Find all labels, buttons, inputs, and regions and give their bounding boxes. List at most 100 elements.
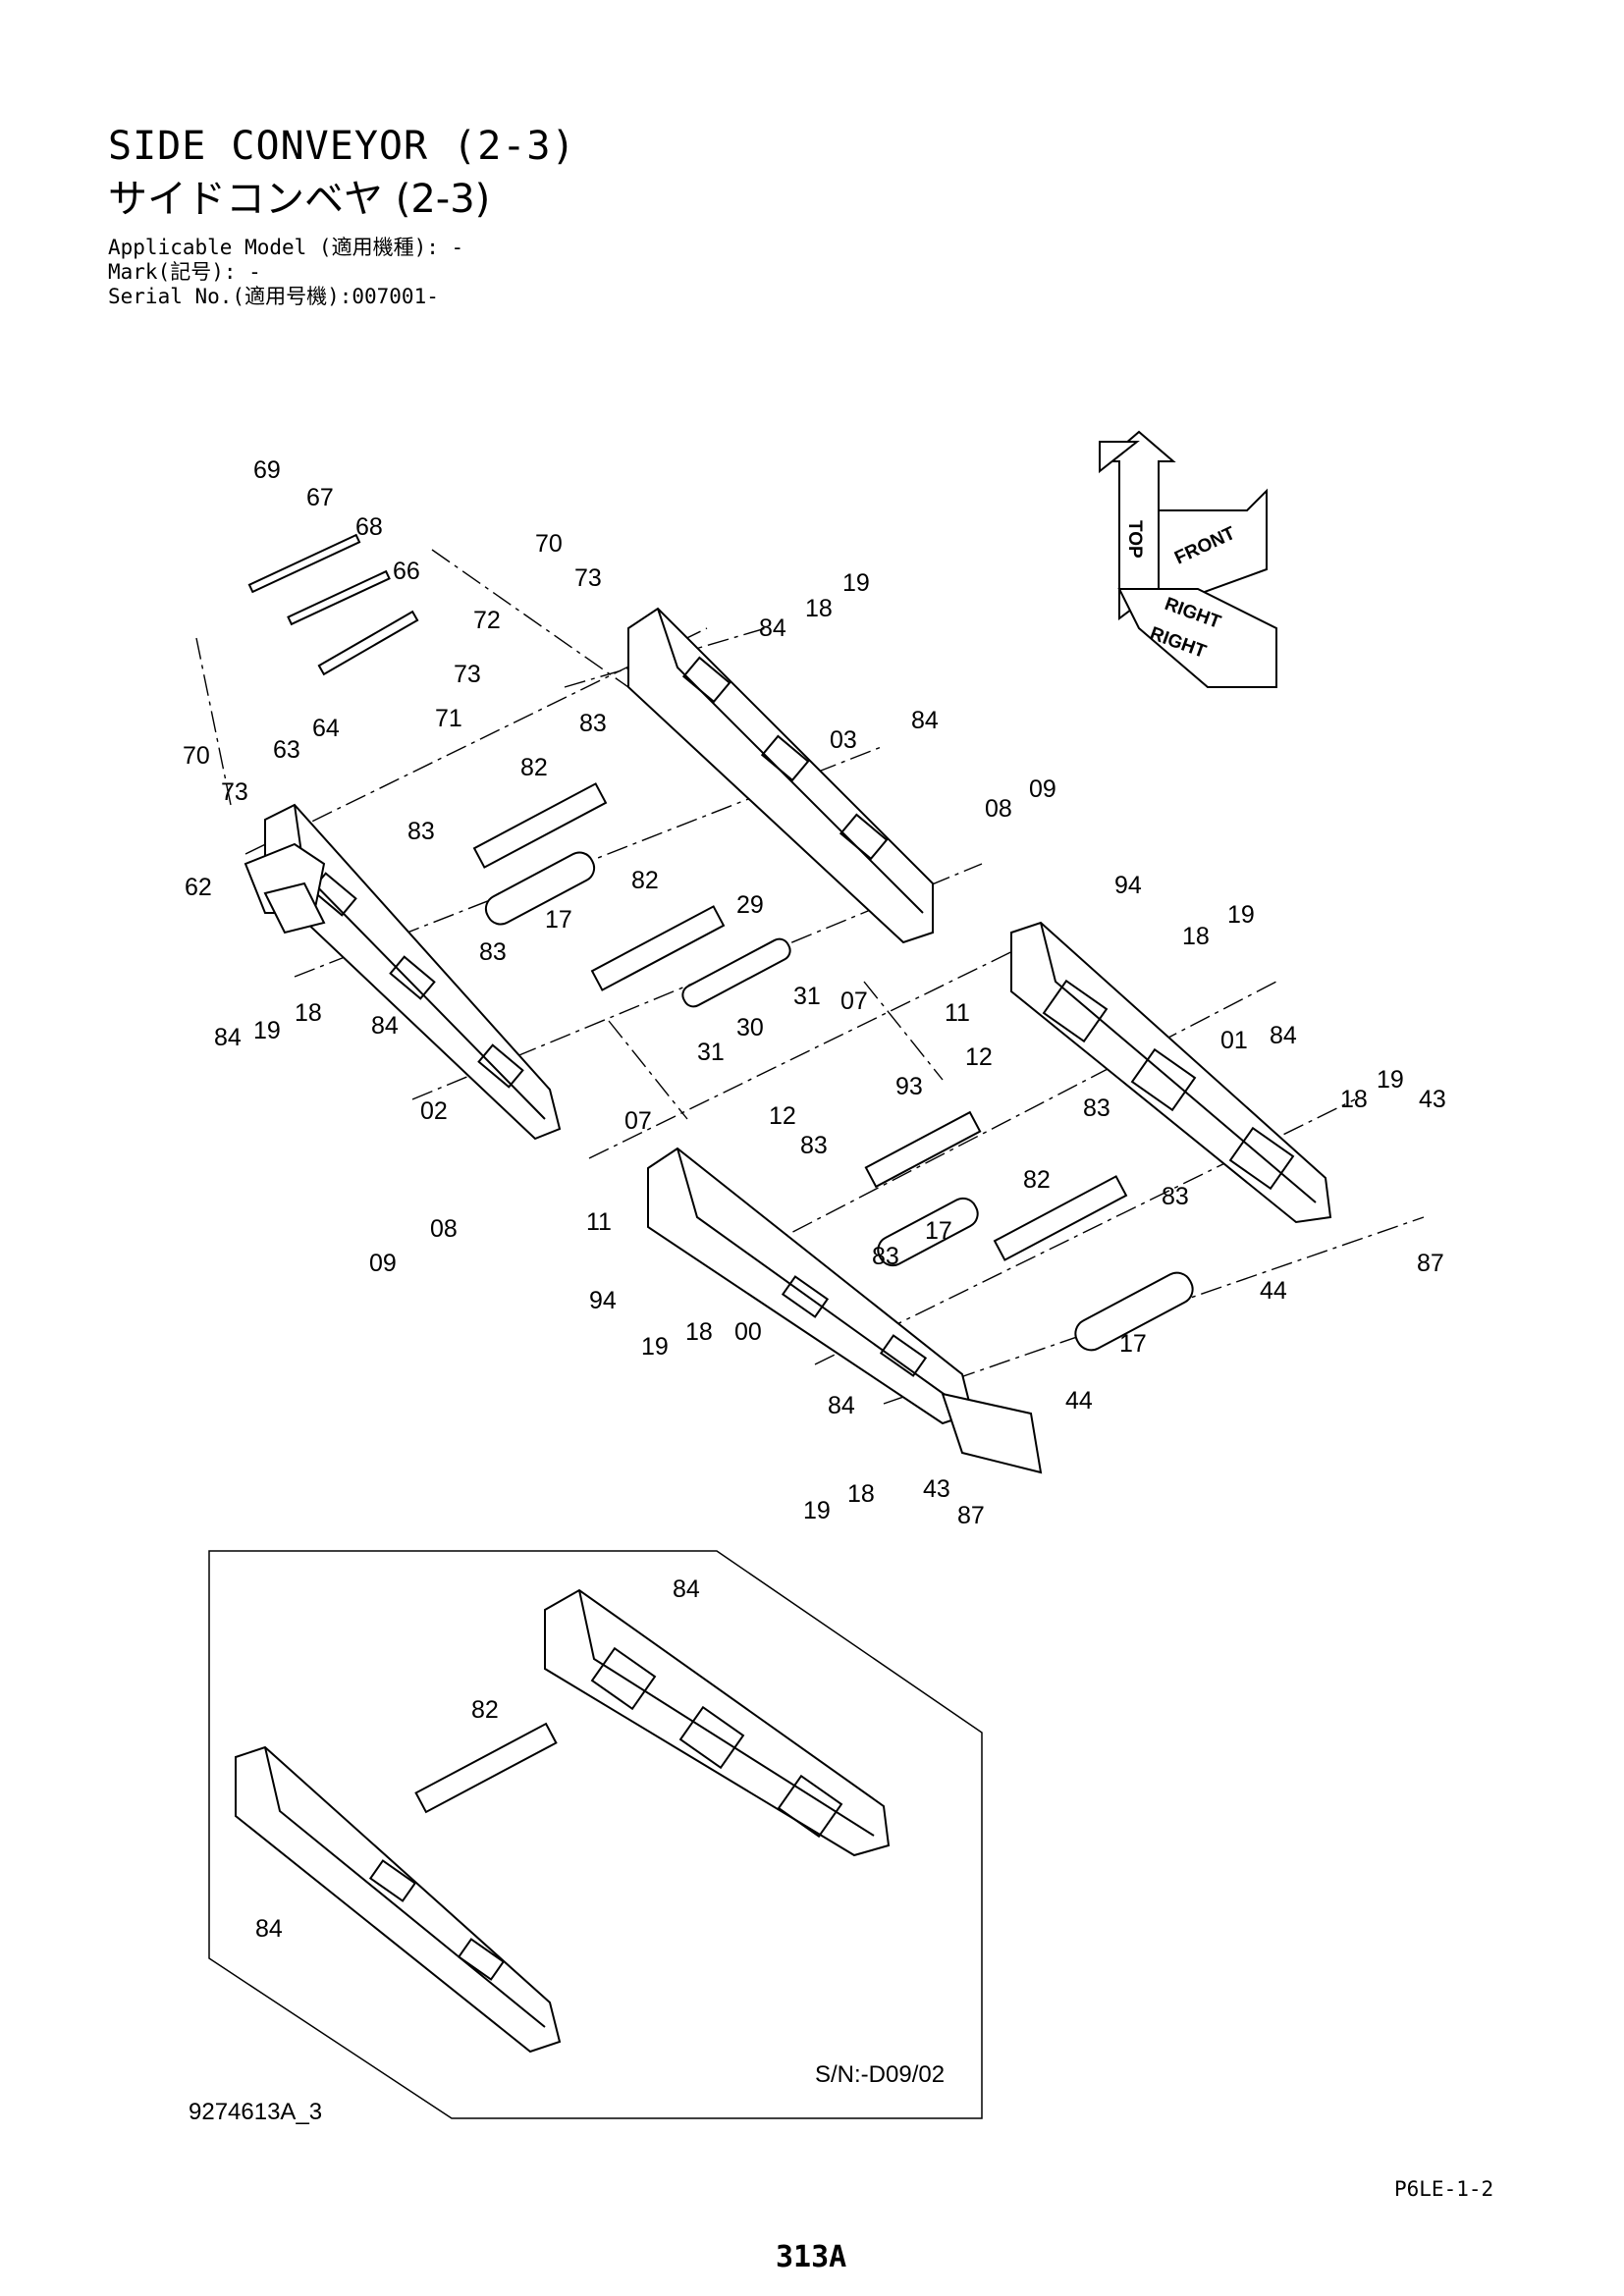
callout-19: 19 [1227,901,1255,929]
callout-19: 19 [842,569,870,597]
callout-73: 73 [221,778,248,806]
callout-83: 83 [800,1132,828,1159]
inset-serial-label: S/N:-D09/02 [815,2061,946,2088]
inset-callout-84: 84 [673,1575,700,1603]
callout-30: 30 [736,1014,764,1041]
callout-82: 82 [520,754,548,781]
callout-07: 07 [840,988,868,1015]
callout-83: 83 [872,1243,899,1270]
callout-09: 09 [1029,775,1056,803]
callout-18: 18 [685,1318,713,1346]
callout-84: 84 [911,707,939,734]
callout-94: 94 [1114,872,1142,899]
callout-18: 18 [1182,923,1210,950]
orientation-top-label: TOP [1124,520,1145,559]
callout-18: 18 [847,1480,875,1508]
inset-callout-84: 84 [255,1915,283,1943]
callout-83: 83 [479,938,507,966]
mark-code: Mark(記号): - [108,260,261,284]
callout-09: 09 [369,1250,397,1277]
callout-66: 66 [393,558,420,585]
callout-18: 18 [295,999,322,1027]
callout-18: 18 [805,595,833,622]
callout-67: 67 [306,484,334,511]
serial-number: Serial No.(適用号機):007001- [108,285,439,308]
drawing-number: 9274613A_3 [189,2099,323,2125]
callout-31: 31 [793,983,821,1010]
callout-73: 73 [454,661,481,688]
callout-07: 07 [624,1107,652,1135]
inset-callout-82: 82 [471,1696,499,1724]
callout-31: 31 [697,1039,725,1066]
applicable-model: Applicable Model (適用機種): - [108,236,464,259]
page-title-japanese: サイドコンベヤ (2-3) [108,177,491,222]
page-number: 313A [776,2240,847,2274]
callout-17: 17 [545,906,572,934]
callout-02: 02 [420,1097,448,1125]
callout-17: 17 [1119,1330,1147,1358]
callout-83: 83 [407,818,435,845]
callout-18: 18 [1340,1086,1368,1113]
callout-43: 43 [923,1475,950,1503]
callout-83: 83 [579,710,607,737]
roller-17-upper [484,851,596,926]
callout-84: 84 [1270,1022,1297,1049]
callout-83: 83 [1162,1183,1189,1210]
guide-plates-67-68 [247,533,419,676]
callout-12: 12 [769,1102,796,1130]
crossmember-29 [681,937,791,1008]
callout-19: 19 [1377,1066,1404,1094]
callout-82: 82 [1023,1166,1051,1194]
callout-63: 63 [273,736,300,764]
callout-70: 70 [183,742,210,770]
callout-19: 19 [803,1497,831,1524]
callout-84: 84 [214,1024,242,1051]
callout-29: 29 [736,891,764,919]
callout-64: 64 [312,715,340,742]
callout-12: 12 [965,1043,993,1071]
callout-87: 87 [957,1502,985,1529]
frame-01 [1010,921,1332,1224]
callout-11: 11 [945,999,970,1027]
callout-87: 87 [1417,1250,1444,1277]
callout-11: 11 [586,1208,612,1236]
callout-68: 68 [355,513,383,541]
callout-44: 44 [1065,1387,1093,1415]
callout-70: 70 [535,530,563,558]
callout-62: 62 [185,874,212,901]
frame-03 [627,607,934,944]
callout-82: 82 [631,867,659,894]
callout-43: 43 [1419,1086,1446,1113]
callout-44: 44 [1260,1277,1287,1305]
callout-84: 84 [828,1392,855,1419]
callout-84: 84 [759,614,786,642]
callout-03: 03 [830,726,857,754]
crossmember-82-lower [993,1175,1128,1261]
frame-00 [647,1147,1043,1474]
roller-17-lower [1074,1271,1194,1352]
inset-panel [208,1550,983,2119]
callout-19: 19 [253,1017,281,1044]
callout-08: 08 [430,1215,458,1243]
callout-84: 84 [371,1012,399,1040]
crossmember-82-middle [590,905,726,991]
orientation-indicator: TOP FRONT RIGHT RIGHT [1099,430,1277,688]
sheet-code: P6LE-1-2 [1394,2177,1494,2201]
callout-69: 69 [253,456,281,484]
crossmember-82-upper [472,782,608,869]
callout-00: 00 [734,1318,762,1346]
callout-01: 01 [1220,1027,1248,1054]
callout-83: 83 [1083,1095,1110,1122]
callout-94: 94 [589,1287,617,1314]
callout-71: 71 [435,705,462,732]
callout-08: 08 [985,795,1012,823]
callout-17: 17 [925,1217,952,1245]
callout-19: 19 [641,1333,669,1361]
page-title: SIDE CONVEYOR (2-3) [108,124,576,169]
bracket-62 [244,842,326,934]
callout-72: 72 [473,607,501,634]
crossmember-93 [864,1110,982,1189]
callout-93: 93 [895,1073,923,1100]
callout-73: 73 [574,564,602,592]
